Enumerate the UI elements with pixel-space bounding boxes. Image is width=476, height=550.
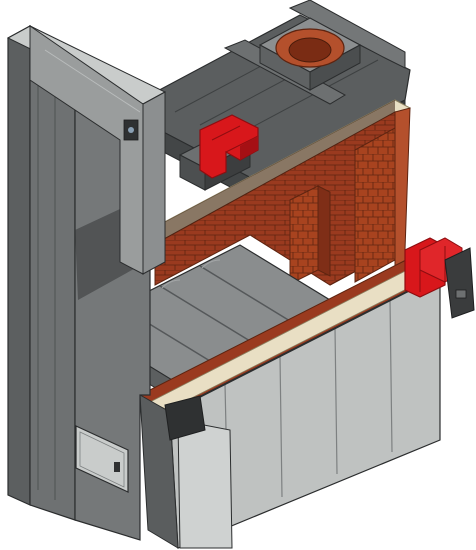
roof-burner	[178, 114, 259, 191]
front-wall-casing	[138, 257, 442, 549]
side-burner	[404, 237, 475, 319]
brick-lining	[77, 99, 412, 344]
outer-casing	[7, 24, 151, 541]
flue-collar	[258, 17, 362, 91]
front-door-panel	[6, 25, 167, 275]
control-box	[75, 425, 129, 493]
